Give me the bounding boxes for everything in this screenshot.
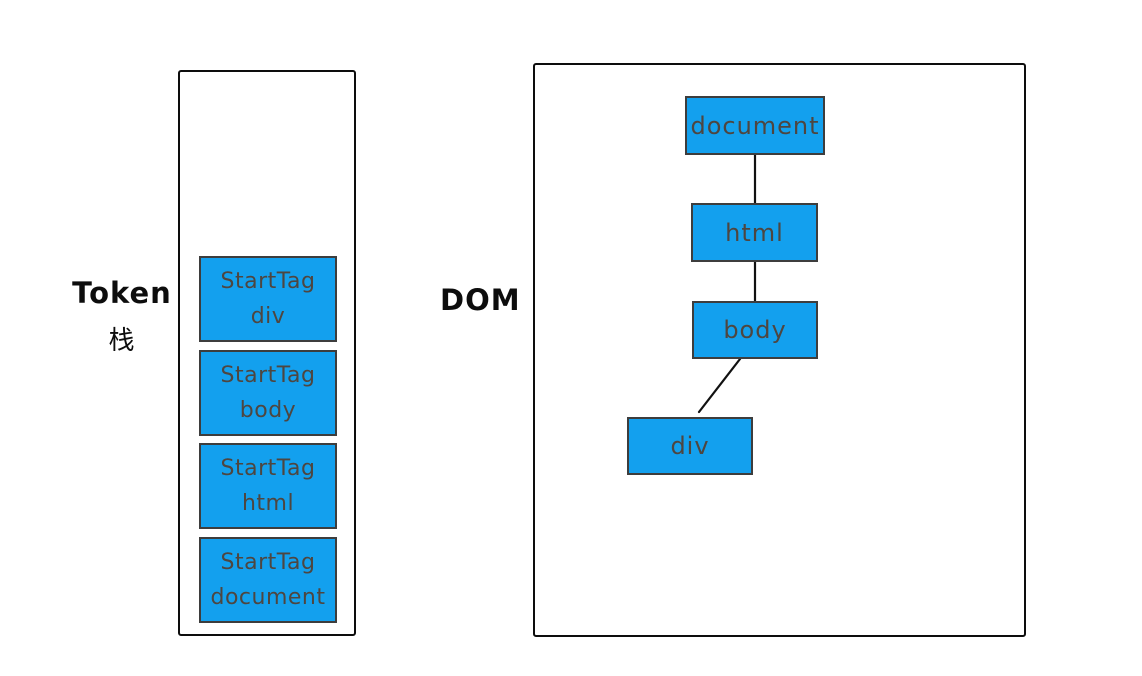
stack-item-line1: StartTag (220, 269, 316, 294)
stack-item-line1: StartTag (220, 363, 316, 388)
stack-item-line1: StartTag (220, 550, 316, 575)
stack-item-line1: StartTag (220, 456, 316, 481)
dom-node-label: body (723, 316, 787, 344)
stack-item-starttag-document: StartTag document (199, 537, 337, 623)
stack-item-line2: document (210, 585, 326, 610)
stack-item-line2: html (241, 491, 295, 516)
stack-item-starttag-div: StartTag div (199, 256, 337, 342)
dom-node-label: div (670, 432, 710, 460)
dom-node-label: html (725, 218, 784, 247)
token-stack-label-en: Token (72, 276, 172, 310)
stack-item-starttag-body: StartTag body (199, 350, 337, 436)
dom-node-body: body (692, 301, 818, 359)
dom-node-document: document (685, 96, 825, 155)
dom-node-label: document (690, 111, 820, 140)
token-stack-label-cn: 栈 (108, 326, 136, 356)
stack-item-line2: div (250, 304, 286, 329)
dom-node-html: html (691, 203, 818, 262)
dom-label: DOM (440, 283, 521, 317)
stack-item-starttag-html: StartTag html (199, 443, 337, 529)
dom-node-div: div (627, 417, 753, 475)
stack-item-line2: body (239, 398, 297, 423)
